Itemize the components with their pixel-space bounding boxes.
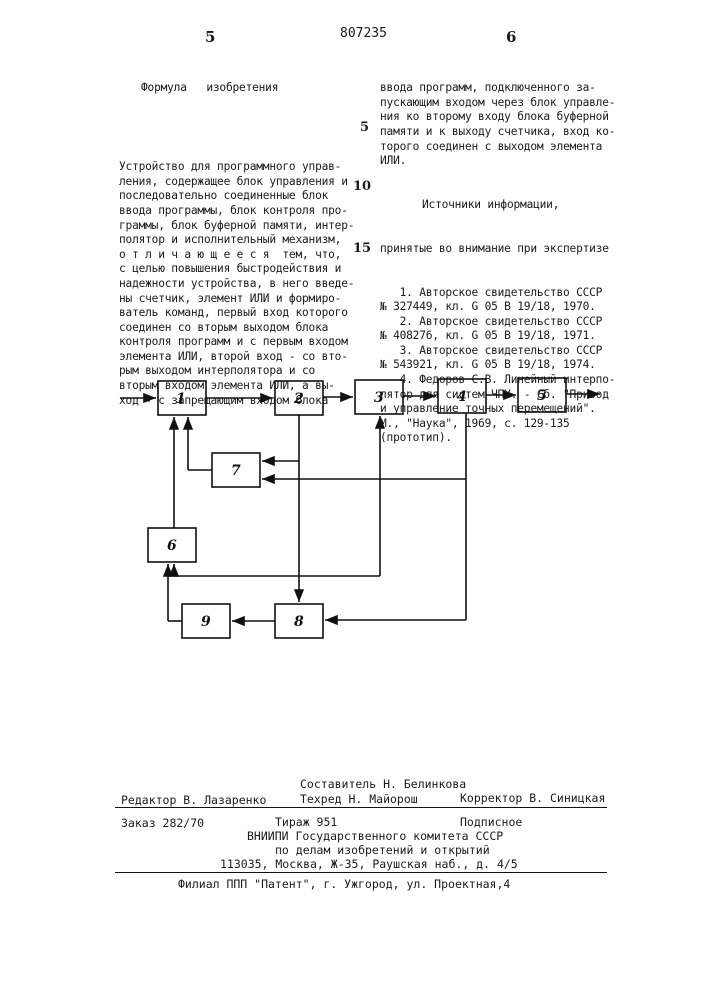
imprint-org2: по делам изобретений и открытий xyxy=(275,843,490,857)
block-label-9: 9 xyxy=(201,614,211,630)
imprint-org1: ВНИИПИ Государственного комитета СССР xyxy=(247,829,503,843)
imprint-compiler: Составитель Н. Белинкова xyxy=(300,777,466,791)
imprint-techred: Техред Н. Майорош xyxy=(300,792,418,806)
imprint-editor: Редактор В. Лазаренко xyxy=(121,793,266,807)
imprint-address: 113035, Москва, Ж-35, Раушская наб., д. … xyxy=(220,857,518,871)
block-label-8: 8 xyxy=(294,614,304,630)
imprint-subscription: Подписное xyxy=(460,815,522,829)
imprint-branch: Филиал ППП "Патент", г. Ужгород, ул. Про… xyxy=(178,877,510,891)
block-label-5: 5 xyxy=(537,388,547,404)
block-label-2: 2 xyxy=(293,391,304,407)
block-label-1: 1 xyxy=(176,391,186,407)
block-label-3: 3 xyxy=(374,390,384,406)
imprint-divider-bottom xyxy=(115,872,607,873)
block-label-6: 6 xyxy=(167,538,177,554)
block-label-4: 4 xyxy=(457,389,467,405)
imprint-corrector: Корректор В. Синицкая xyxy=(460,791,605,805)
block-label-7: 7 xyxy=(231,463,241,479)
imprint-circulation: Тираж 951 xyxy=(275,815,337,829)
imprint-divider-top xyxy=(115,807,607,808)
imprint-order: Заказ 282/70 xyxy=(121,816,204,830)
